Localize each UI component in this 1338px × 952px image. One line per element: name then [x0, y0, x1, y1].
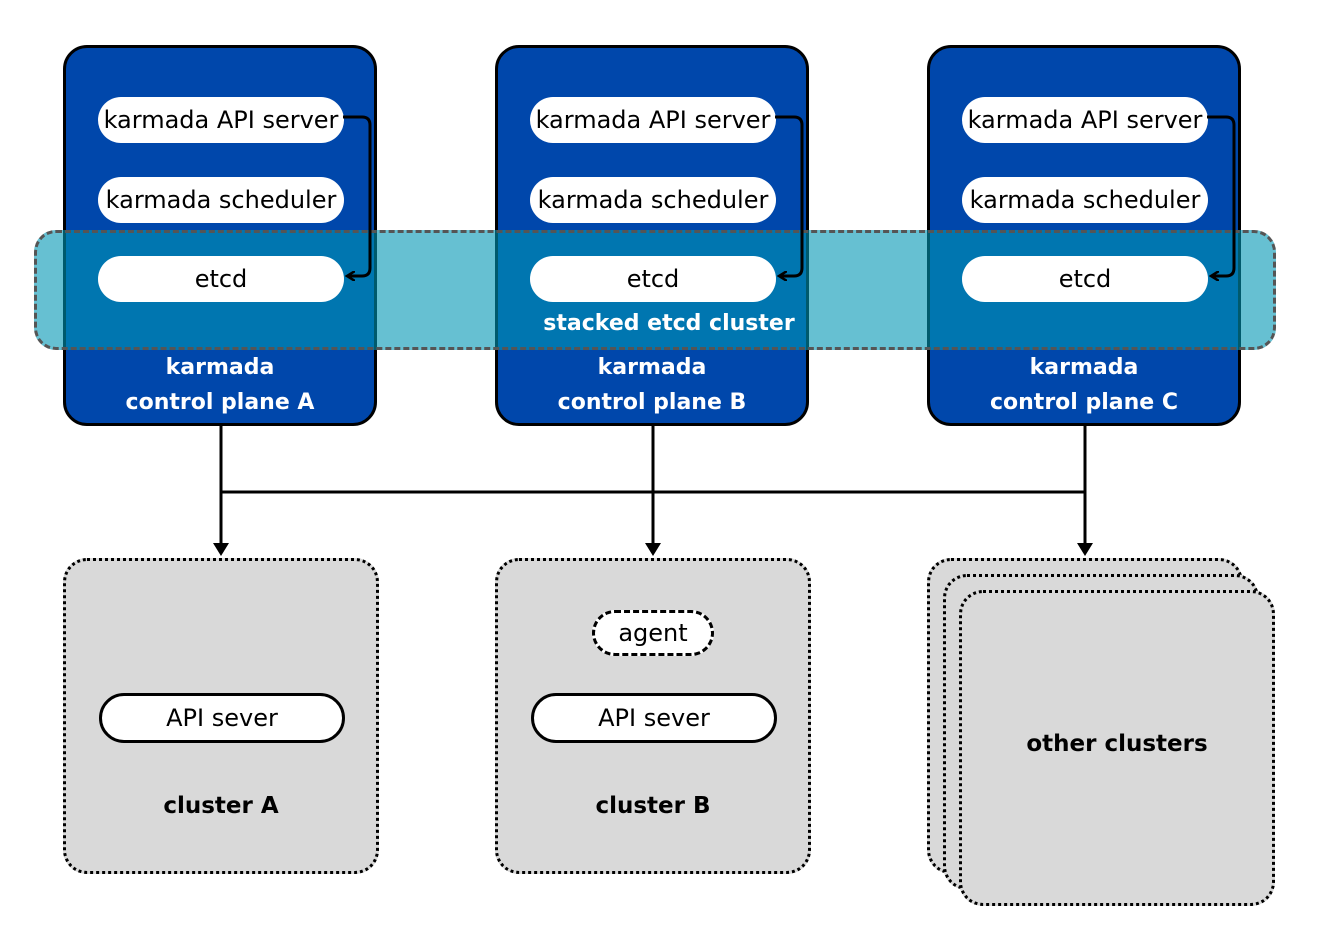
stacked-etcd-cluster-label: stacked etcd cluster — [543, 311, 795, 336]
karmada-api-server: karmada API server — [530, 97, 776, 143]
karmada-api-server: karmada API server — [98, 97, 344, 143]
control-plane-c-label: karmada control plane C — [989, 355, 1179, 415]
cluster-a-label: cluster A — [163, 793, 279, 819]
karmada-scheduler: karmada scheduler — [962, 177, 1208, 223]
cluster-b-label: cluster B — [595, 793, 711, 819]
karmada-scheduler: karmada scheduler — [530, 177, 776, 223]
other-clusters-label: other clusters — [1026, 731, 1208, 757]
etcd: etcd — [530, 256, 776, 302]
etcd: etcd — [962, 256, 1208, 302]
arrowhead-other-clusters — [1077, 543, 1093, 556]
cluster-b-api-server: API sever — [531, 693, 777, 743]
arrowhead-cluster-b — [645, 543, 661, 556]
karmada-api-server: karmada API server — [962, 97, 1208, 143]
cluster-b: agent API sever cluster B — [495, 558, 811, 874]
control-plane-b-label: karmada control plane B — [557, 355, 747, 415]
cluster-a: API sever cluster A — [63, 558, 379, 874]
etcd: etcd — [98, 256, 344, 302]
control-plane-a-label: karmada control plane A — [125, 355, 315, 415]
arrowhead-cluster-a — [213, 543, 229, 556]
cluster-b-agent: agent — [592, 610, 714, 656]
other-clusters: other clusters — [959, 590, 1275, 906]
karmada-scheduler: karmada scheduler — [98, 177, 344, 223]
cluster-a-api-server: API sever — [99, 693, 345, 743]
